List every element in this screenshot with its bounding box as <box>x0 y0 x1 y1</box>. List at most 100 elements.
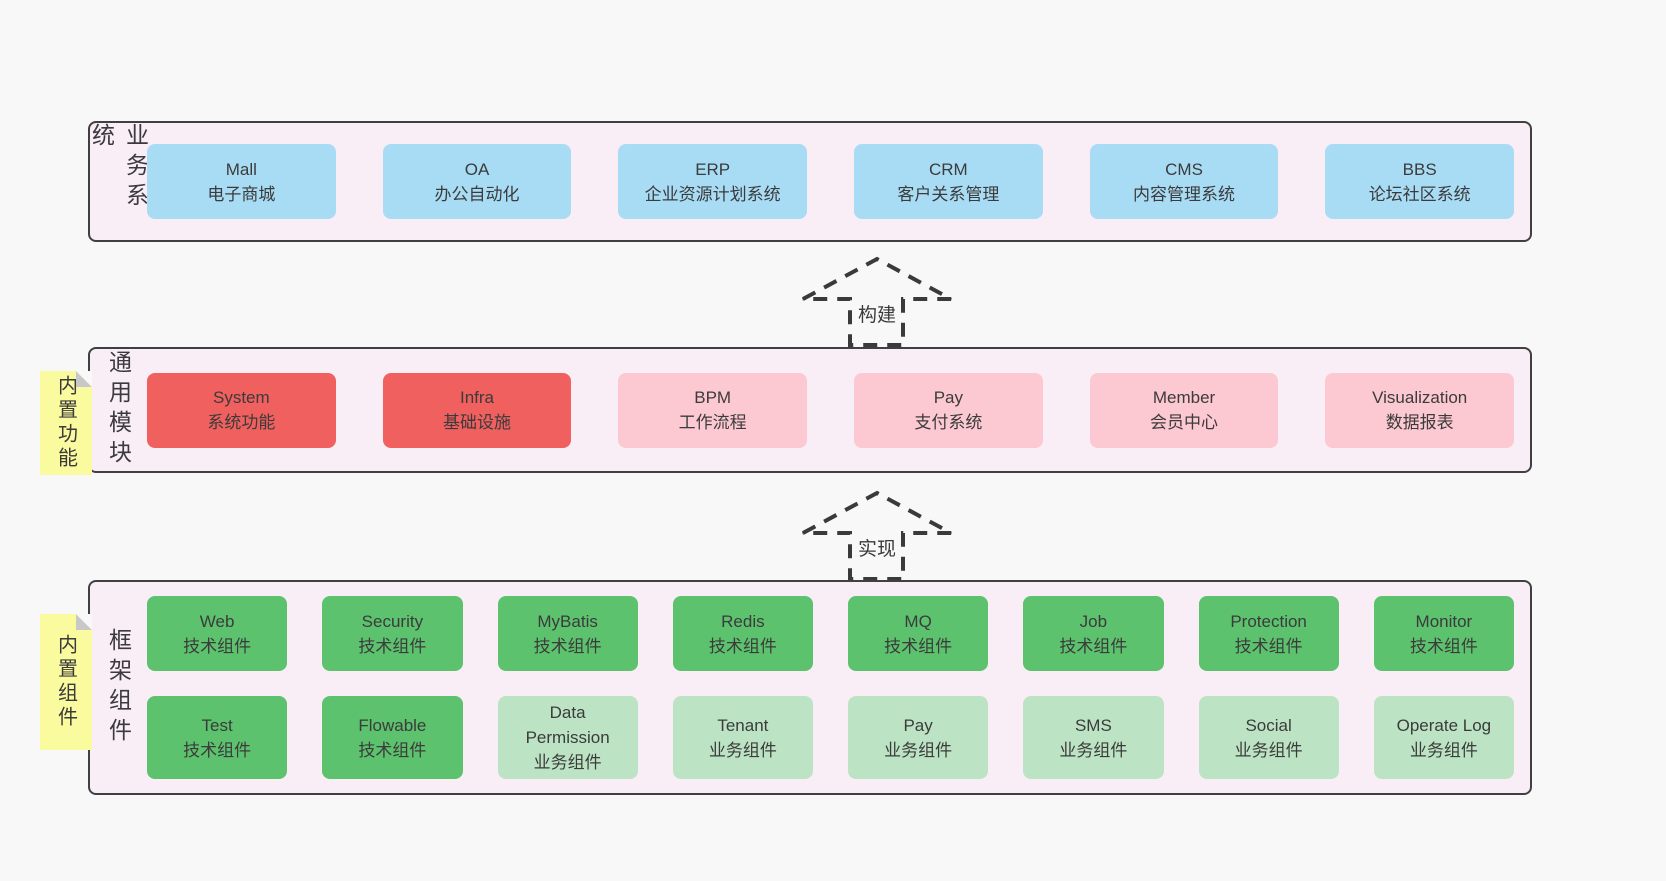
module-name: Flowable <box>358 715 427 735</box>
module-subtitle: 业务组件 <box>884 740 953 760</box>
module-box: Pay 支付系统 <box>854 372 1043 448</box>
module-subtitle: 支付系统 <box>914 413 983 432</box>
module-name: Infra <box>459 388 495 407</box>
module-subtitle: 会员中心 <box>1150 413 1219 432</box>
module-name: Member <box>1152 388 1216 407</box>
module-name: Security <box>361 611 424 631</box>
module-subtitle: 技术组件 <box>183 636 252 656</box>
band-framework-rows: Web 技术组件 Security 技术组件 MyBatis 技术组件 Redi… <box>147 582 1530 793</box>
module-subtitle: 客户关系管理 <box>897 184 1000 204</box>
module-box: OA 办公自动化 <box>382 144 572 219</box>
module-subtitle: 技术组件 <box>358 636 427 656</box>
module-name: Operate Log <box>1396 715 1492 735</box>
dashed-up-arrow-icon <box>802 490 952 581</box>
sticky-note-label: 内置组件 <box>54 634 77 730</box>
module-subtitle: 系统功能 <box>207 413 276 432</box>
framework-box-row-2: Test 技术组件 Flowable 技术组件 Data Permission … <box>147 696 1514 779</box>
module-box: Pay 业务组件 <box>848 696 989 779</box>
module-name: Tenant <box>717 715 769 735</box>
module-subtitle: 业务组件 <box>1234 740 1303 760</box>
module-box: Security 技术组件 <box>322 596 463 671</box>
module-subtitle: 内容管理系统 <box>1133 184 1236 204</box>
band-modules-rows: System 系统功能 Infra 基础设施 BPM 工作流程 Pay 支付系统 <box>147 349 1530 471</box>
module-name: Visualization <box>1372 388 1468 407</box>
module-name: BBS <box>1402 159 1437 179</box>
sticky-note-builtin-components: 内置组件 <box>40 614 92 750</box>
module-box: Member 会员中心 <box>1089 372 1279 448</box>
module-name: Data Permission <box>525 703 610 747</box>
module-box: Flowable 技术组件 <box>322 696 463 779</box>
module-name: OA <box>464 159 490 179</box>
module-box: MyBatis 技术组件 <box>497 596 638 671</box>
band-business-systems: 业务系统 Mall 电子商城 OA 办公自动化 ERP 企业资源计划系统 <box>88 121 1532 242</box>
module-subtitle: 技术组件 <box>183 740 252 760</box>
module-box: Visualization 数据报表 <box>1325 372 1515 448</box>
band-business-label: 业务系统 <box>88 123 149 213</box>
module-box: CRM 客户关系管理 <box>854 144 1043 219</box>
modules-box-row: System 系统功能 Infra 基础设施 BPM 工作流程 Pay 支付系统 <box>147 372 1515 448</box>
module-box: Infra 基础设施 <box>382 372 572 448</box>
module-name: Web <box>199 611 235 631</box>
framework-box-row-1: Web 技术组件 Security 技术组件 MyBatis 技术组件 Redi… <box>147 596 1514 671</box>
module-subtitle: 技术组件 <box>533 636 602 656</box>
module-subtitle: 技术组件 <box>1409 636 1478 656</box>
module-name: Job <box>1079 611 1108 631</box>
module-subtitle: 技术组件 <box>1234 636 1303 656</box>
build-arrow: 构建 <box>797 252 957 352</box>
module-box: Test 技术组件 <box>147 696 288 779</box>
implement-arrow-label: 实现 <box>854 534 900 561</box>
build-arrow-label: 构建 <box>854 300 900 327</box>
module-name: Mall <box>225 159 257 179</box>
module-subtitle: 论坛社区系统 <box>1368 184 1471 204</box>
module-box: MQ 技术组件 <box>848 596 989 671</box>
band-common-modules: 内置功能 通用模块 System 系统功能 Infra 基础设施 BPM 工作流… <box>40 347 1532 475</box>
module-box: Operate Log 业务组件 <box>1373 696 1514 779</box>
module-subtitle: 技术组件 <box>358 740 427 760</box>
module-box: Mall 电子商城 <box>147 144 336 219</box>
module-box: System 系统功能 <box>147 372 336 448</box>
sticky-note-builtin-functions: 内置功能 <box>40 371 92 475</box>
module-name: SMS <box>1074 715 1112 735</box>
module-name: Social <box>1245 715 1292 735</box>
module-subtitle: 电子商城 <box>207 184 276 204</box>
module-name: CMS <box>1165 159 1203 179</box>
module-subtitle: 技术组件 <box>708 636 777 656</box>
module-name: Pay <box>903 715 933 735</box>
module-name: Test <box>201 715 233 735</box>
module-name: Pay <box>933 388 963 407</box>
module-subtitle: 数据报表 <box>1385 413 1454 432</box>
module-box: BPM 工作流程 <box>618 372 808 448</box>
band-business-rows: Mall 电子商城 OA 办公自动化 ERP 企业资源计划系统 CRM 客户关系… <box>147 123 1530 240</box>
module-name: ERP <box>695 159 731 179</box>
module-name: Redis <box>721 611 765 631</box>
module-subtitle: 业务组件 <box>1409 740 1478 760</box>
module-subtitle: 业务组件 <box>533 753 602 772</box>
module-subtitle: 基础设施 <box>443 413 511 432</box>
module-box: Web 技术组件 <box>147 596 288 671</box>
module-box: Social 业务组件 <box>1198 696 1339 779</box>
sticky-note-label: 内置功能 <box>54 375 77 471</box>
module-box: Tenant 业务组件 <box>672 696 813 779</box>
module-box: Monitor 技术组件 <box>1373 596 1514 671</box>
band-modules-label: 通用模块 <box>105 350 132 470</box>
module-name: CRM <box>928 159 968 179</box>
module-subtitle: 企业资源计划系统 <box>644 184 781 204</box>
module-name: MyBatis <box>537 611 598 631</box>
module-subtitle: 办公自动化 <box>434 184 520 204</box>
module-name: Monitor <box>1415 611 1473 631</box>
module-subtitle: 业务组件 <box>708 740 777 760</box>
module-subtitle: 技术组件 <box>1059 636 1128 656</box>
module-box: Protection 技术组件 <box>1198 596 1339 671</box>
module-box: CMS 内容管理系统 <box>1089 144 1279 219</box>
module-subtitle: 业务组件 <box>1059 740 1128 760</box>
band-framework-components: 内置组件 框架组件 Web 技术组件 Security 技术组件 MyBatis… <box>40 580 1532 795</box>
implement-arrow: 实现 <box>797 486 957 586</box>
module-box: Job 技术组件 <box>1023 596 1164 671</box>
business-box-row: Mall 电子商城 OA 办公自动化 ERP 企业资源计划系统 CRM 客户关系… <box>147 144 1515 219</box>
dashed-up-arrow-icon <box>802 256 952 347</box>
band-framework-label: 框架组件 <box>105 627 132 748</box>
module-name: Protection <box>1230 611 1307 631</box>
module-name: BPM <box>694 388 732 407</box>
module-subtitle: 工作流程 <box>678 413 747 432</box>
module-box: Redis 技术组件 <box>672 596 813 671</box>
